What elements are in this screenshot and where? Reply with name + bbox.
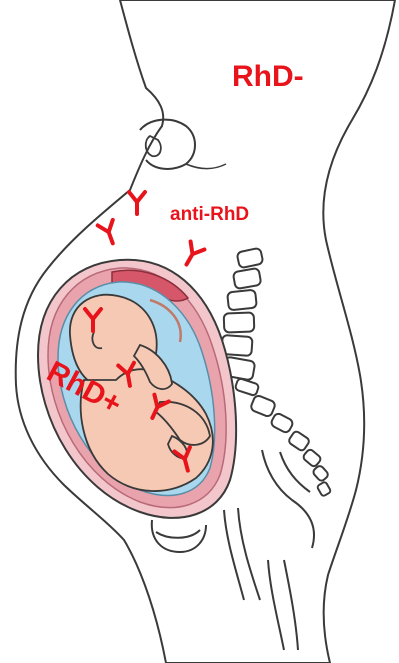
anti-rhd-label: anti-RhD xyxy=(170,204,249,226)
mother-rhd-negative-label: RhD- xyxy=(232,60,304,94)
